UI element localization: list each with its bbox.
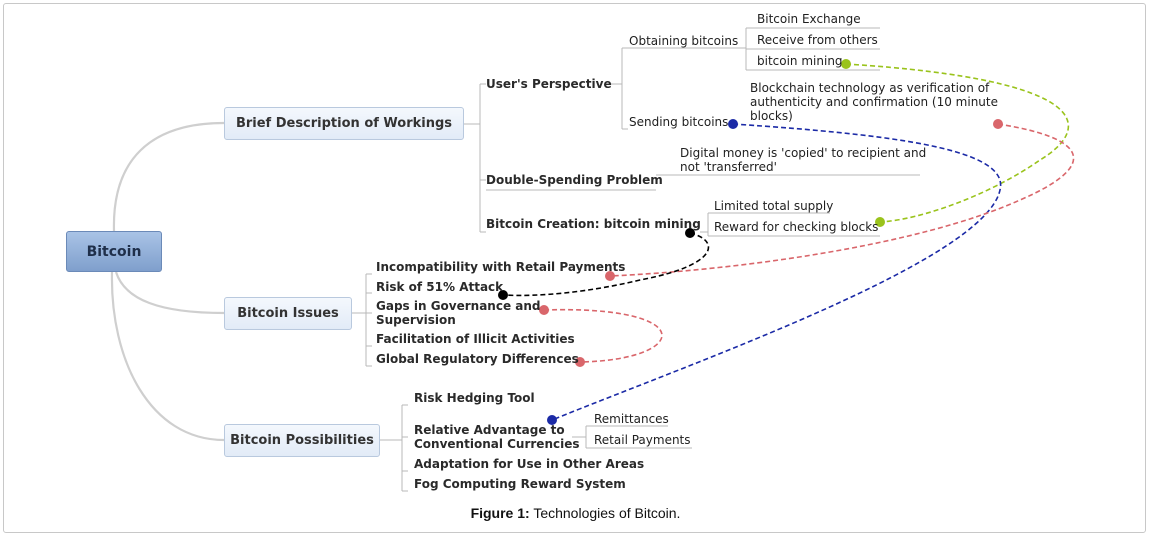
issue-risk-51-attack[interactable]: Risk of 51% Attack [376, 280, 504, 294]
red-endpoint-blockchain[interactable] [993, 119, 1003, 129]
relationship-red-retail [609, 123, 1075, 277]
topic-bitcoin-issues[interactable]: Bitcoin Issues [224, 297, 352, 330]
branch-possibilities-line [110, 271, 225, 442]
obtaining-bracket [628, 27, 880, 71]
figure-caption: Figure 1: Technologies of Bitcoin. [0, 505, 1151, 521]
figure-caption-label: Figure 1: [470, 505, 530, 521]
blue-endpoint-advantage[interactable] [547, 415, 557, 425]
red-endpoint-regulatory[interactable] [575, 357, 585, 367]
topic-bitcoin-possibilities[interactable]: Bitcoin Possibilities [224, 424, 380, 457]
relationship-endpoints [498, 59, 1003, 425]
central-topic-label: Bitcoin [86, 243, 142, 260]
possibility-fog-computing[interactable]: Fog Computing Reward System [414, 477, 626, 491]
note-blockchain-line-2: authenticity and confirmation (10 minute [750, 95, 998, 109]
branch-workings-line [112, 121, 225, 232]
item-remittances[interactable]: Remittances [594, 412, 669, 426]
sub-connectors [352, 27, 920, 492]
item-retail-payments[interactable]: Retail Payments [594, 433, 691, 447]
central-branches [110, 121, 225, 442]
green-endpoint-reward[interactable] [875, 217, 885, 227]
possibility-relative-advantage-line-2[interactable]: Conventional Currencies [414, 437, 580, 451]
advantage-bracket [572, 425, 692, 449]
note-blockchain-line-1: Blockchain technology as verification of [750, 81, 990, 95]
issue-gaps-governance-line-1[interactable]: Gaps in Governance and [376, 299, 541, 313]
branch-issues-line [114, 271, 225, 315]
possibility-adaptation-other-areas[interactable]: Adaptation for Use in Other Areas [414, 457, 645, 471]
item-reward-for-checking-blocks[interactable]: Reward for checking blocks [714, 220, 879, 234]
figure-caption-text: Technologies of Bitcoin. [529, 505, 681, 521]
issue-gaps-governance-line-2[interactable]: Supervision [376, 313, 456, 327]
note-double-spending-line-2: not 'transferred' [680, 160, 777, 174]
black-endpoint-creation[interactable] [685, 228, 695, 238]
workings-bracket [464, 84, 481, 232]
issues-bracket [352, 273, 372, 367]
subtopic-users-perspective[interactable]: User's Perspective [486, 77, 612, 91]
item-bitcoin-mining[interactable]: bitcoin mining [757, 54, 843, 68]
note-double-spending-line-1: Digital money is 'copied' to recipient a… [680, 146, 927, 160]
central-topic-bitcoin[interactable]: Bitcoin [66, 231, 162, 272]
subtopic-double-spending[interactable]: Double-Spending Problem [486, 173, 663, 187]
note-blockchain-line-3: blocks) [750, 109, 793, 123]
item-receive-from-others[interactable]: Receive from others [757, 33, 878, 47]
topic-bitcoin-possibilities-label: Bitcoin Possibilities [230, 433, 374, 448]
creation-bracket [700, 212, 880, 237]
green-endpoint-mining[interactable] [841, 59, 851, 69]
topic-brief-description-label: Brief Description of Workings [235, 116, 453, 131]
topic-bitcoin-issues-label: Bitcoin Issues [237, 306, 339, 321]
subtopic-bitcoin-creation[interactable]: Bitcoin Creation: bitcoin mining [486, 217, 701, 231]
double-spending-underline [486, 174, 920, 191]
relationship-green [845, 63, 1069, 223]
issue-regulatory-differences[interactable]: Global Regulatory Differences [376, 352, 579, 366]
black-endpoint-51-attack[interactable] [498, 290, 508, 300]
topic-brief-description[interactable]: Brief Description of Workings [224, 107, 464, 140]
possibility-relative-advantage-line-1[interactable]: Relative Advantage to [414, 423, 565, 437]
users-perspective-bracket [608, 47, 628, 130]
relationship-black [502, 232, 710, 297]
item-limited-total-supply[interactable]: Limited total supply [714, 199, 834, 213]
red-endpoint-retail[interactable] [605, 271, 615, 281]
red-endpoint-governance[interactable] [539, 305, 549, 315]
figure-frame [3, 3, 1146, 533]
relationships [502, 63, 1075, 421]
relationship-blue [551, 123, 1002, 421]
relationship-red-governance [543, 308, 663, 363]
blue-endpoint-sending[interactable] [728, 119, 738, 129]
issue-illicit-activities[interactable]: Facilitation of Illicit Activities [376, 332, 575, 346]
subtopic-sending-bitcoins[interactable]: Sending bitcoins [629, 115, 729, 129]
possibilities-bracket [380, 404, 408, 492]
subtopic-obtaining-bitcoins[interactable]: Obtaining bitcoins [629, 34, 739, 48]
issue-incompatibility-retail[interactable]: Incompatibility with Retail Payments [376, 260, 626, 274]
item-bitcoin-exchange[interactable]: Bitcoin Exchange [757, 12, 861, 26]
possibility-risk-hedging[interactable]: Risk Hedging Tool [414, 391, 535, 405]
